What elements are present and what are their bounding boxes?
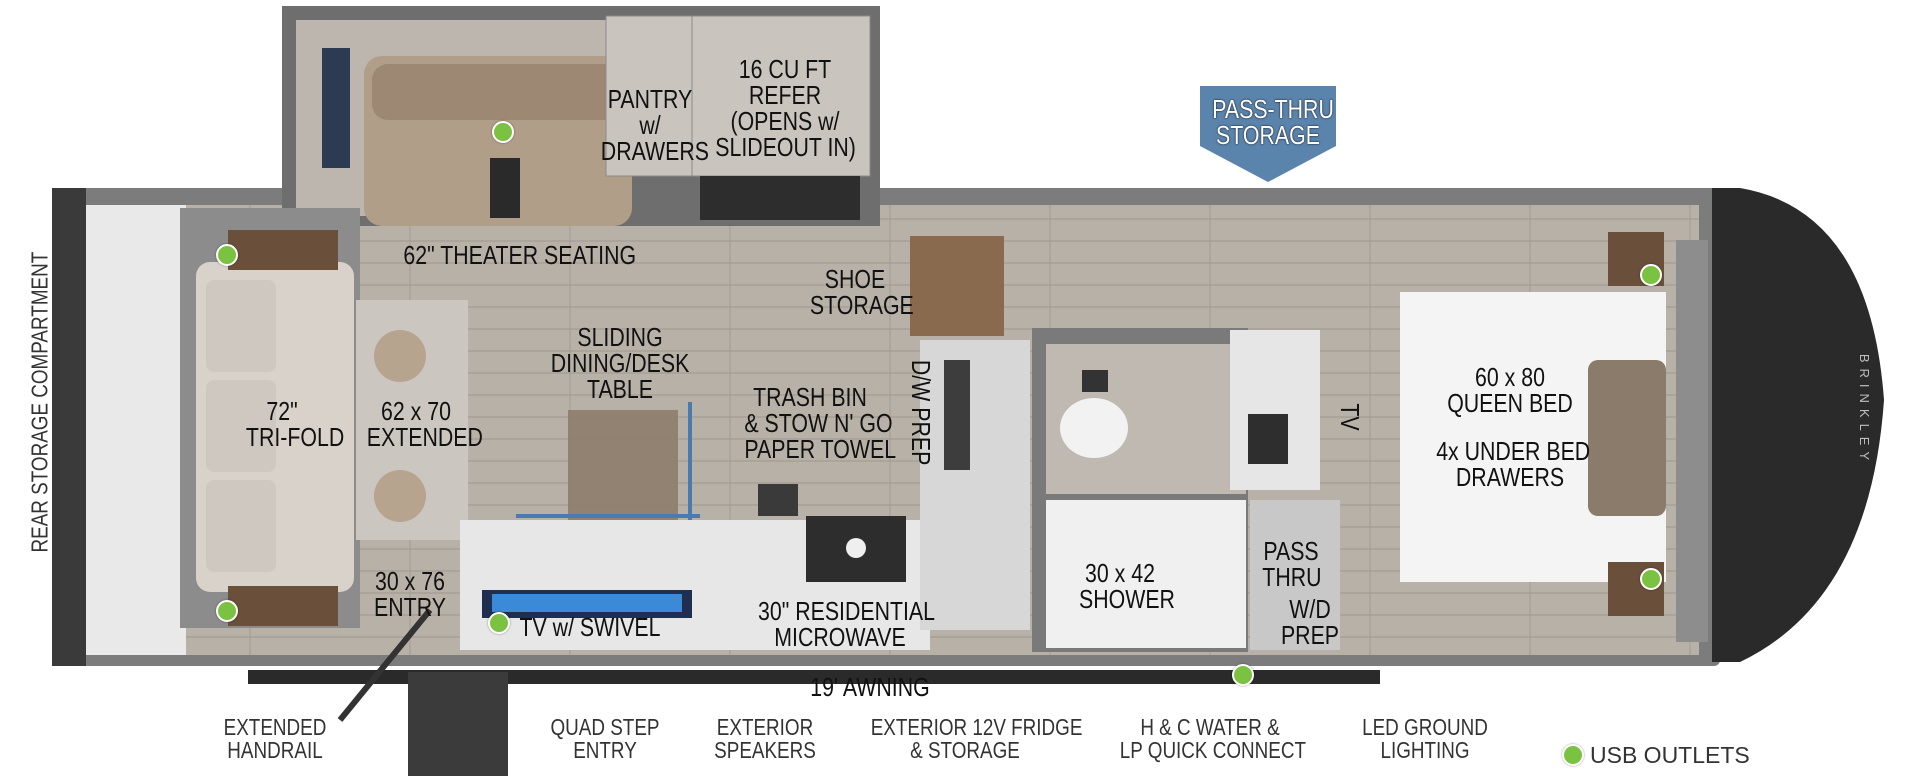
shower (1046, 500, 1246, 648)
microwave-knob (846, 538, 866, 558)
sofa-cushion-1 (206, 280, 276, 372)
end-table-top (228, 230, 338, 270)
brand-text: BRINKLEY (1857, 354, 1872, 466)
tv-swivel-label: TV w/ SWIVEL (519, 612, 661, 642)
dw-prep-sink (944, 360, 970, 470)
theater-seat-backs (372, 64, 624, 120)
toilet-tank (1082, 370, 1108, 392)
usb-dot-rear-top (216, 244, 238, 266)
usb-dot-bed-bottom (1640, 568, 1662, 590)
toilet (1060, 398, 1128, 458)
shoe-storage-steps (910, 236, 1004, 336)
handrail (337, 608, 433, 722)
pass-thru-closet (1250, 500, 1340, 650)
tv-side-label: TV (1335, 403, 1365, 431)
exterior-water-lp-label: H & C WATER &LP QUICK CONNECT (1119, 714, 1306, 763)
dw-prep-counter (920, 340, 1030, 630)
trash-bin (758, 484, 798, 516)
rear-storage-area (86, 205, 186, 655)
ottoman-2 (374, 470, 426, 522)
pantry-cabinet (605, 15, 693, 177)
sofa-cushion-2 (206, 380, 276, 472)
dw-prep-label: D/W PREP (906, 359, 936, 466)
refer-cabinet (691, 15, 871, 177)
vanity-sink (1248, 414, 1288, 464)
theater-console (490, 158, 520, 218)
end-table-bottom (228, 586, 338, 626)
exterior-fridge-label: EXTERIOR 12V FRIDGE& STORAGE (870, 714, 1083, 763)
rear-storage-label: REAR STORAGE COMPARTMENT (26, 251, 53, 553)
pass-thru-storage-badge (1200, 86, 1336, 182)
rear-wall (52, 188, 86, 666)
sofa-cushion-3 (206, 480, 276, 572)
vanity (1230, 330, 1320, 490)
bed-pillows (1588, 360, 1666, 516)
tv-screen (492, 594, 682, 612)
bedroom-wardrobe (1676, 240, 1708, 642)
front-cap (1712, 188, 1884, 662)
theater-seating-label: 62" THEATER SEATING (403, 240, 637, 270)
usb-dot-water (1232, 664, 1254, 686)
usb-dot-rear-bottom (216, 600, 238, 622)
ottoman-1 (374, 330, 426, 382)
awning-label: 19' AWNING (810, 672, 930, 702)
usb-dot-theater (492, 121, 514, 143)
usb-legend-dot (1562, 744, 1584, 766)
quad-steps (408, 672, 508, 776)
refer-doors (700, 176, 860, 220)
usb-legend-label: USB OUTLETS (1590, 742, 1750, 768)
trifold-label: 72"TRI-FOLD (245, 396, 345, 452)
awning (248, 670, 1380, 684)
usb-dot-tv (488, 612, 510, 634)
theater-window (322, 48, 350, 168)
usb-dot-bed-top (1640, 264, 1662, 286)
